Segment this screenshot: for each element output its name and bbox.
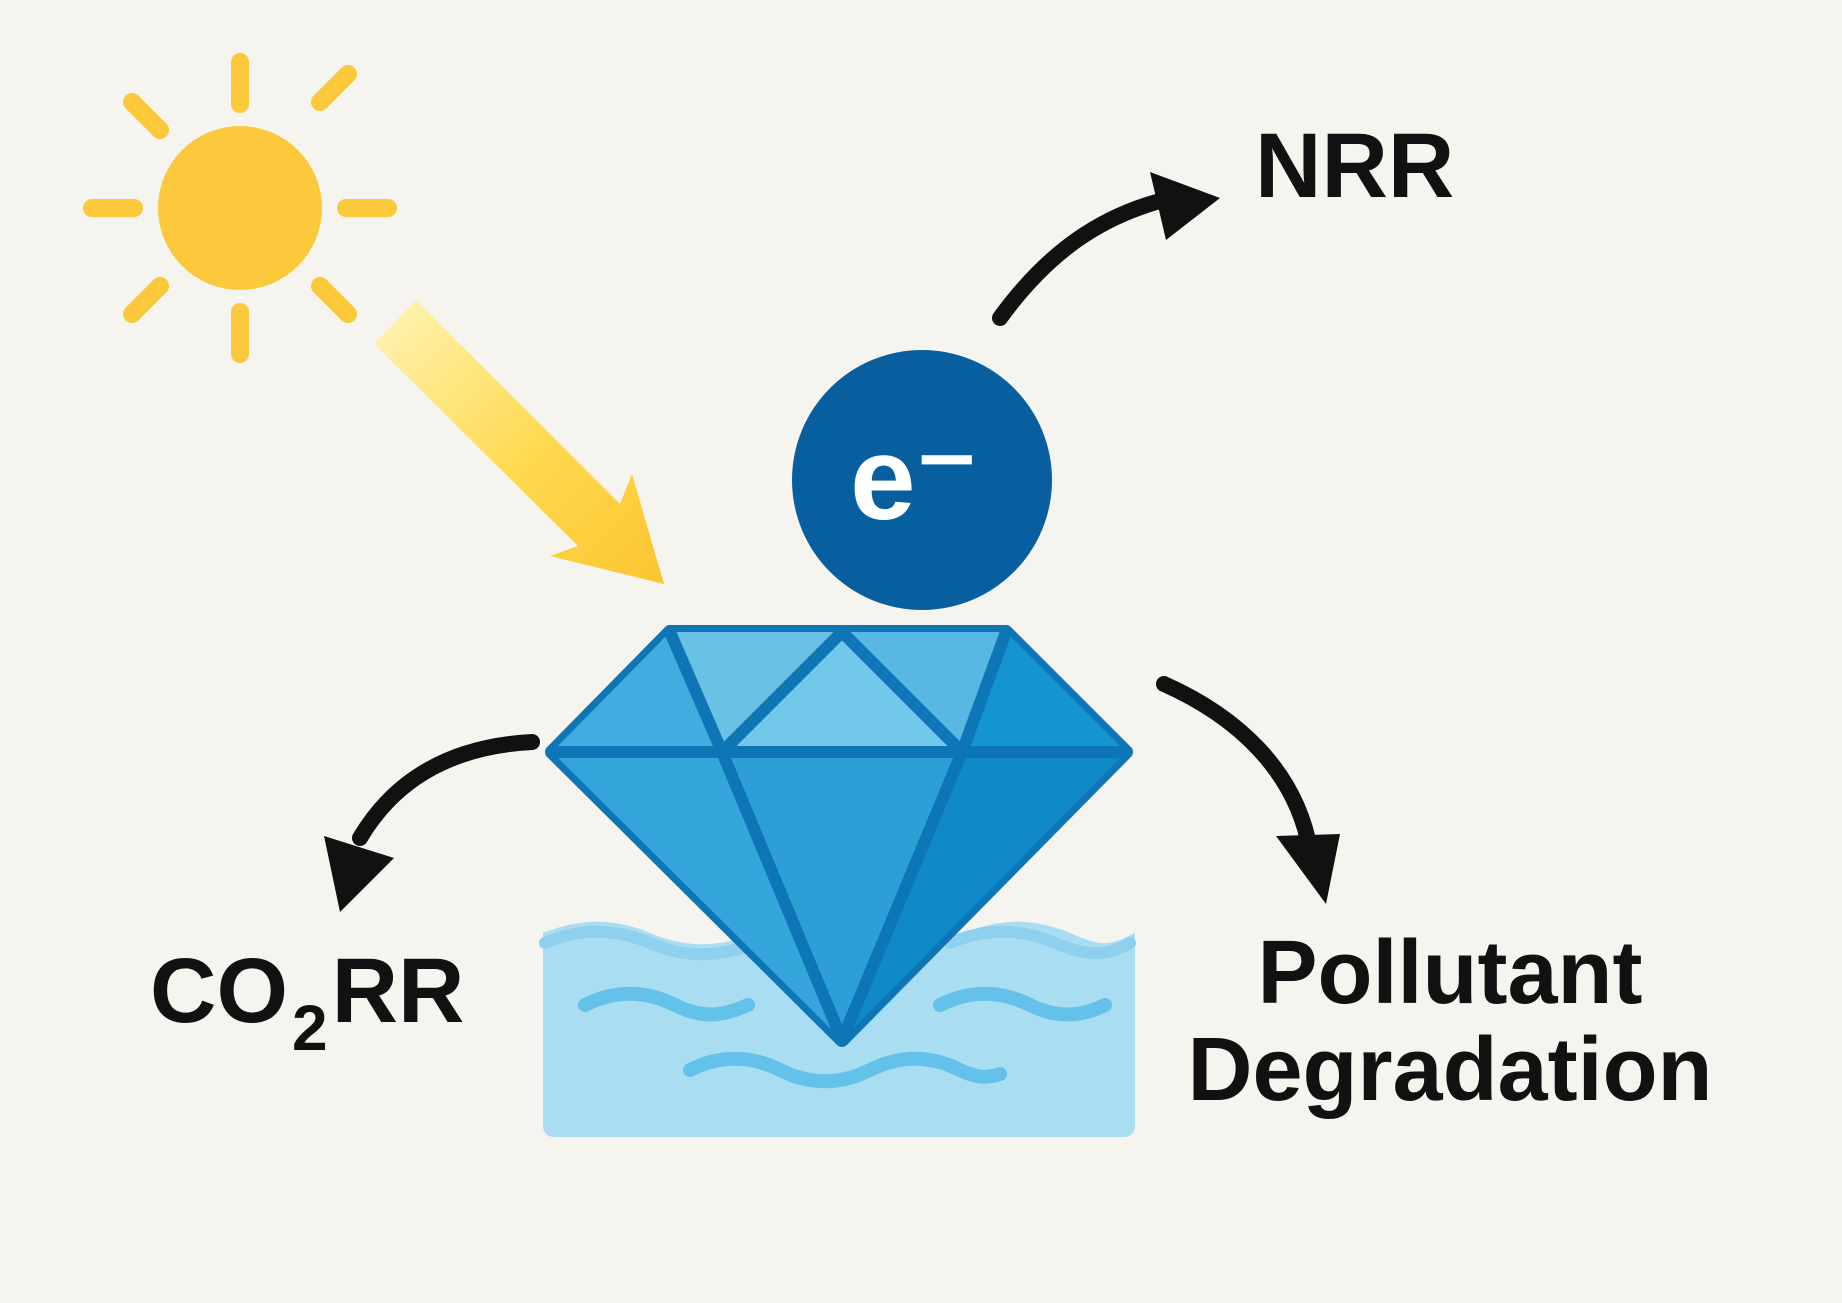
co2rr-label: CO2RR — [150, 945, 464, 1060]
pollutant-line-2: Degradation — [1187, 1020, 1713, 1121]
co2rr-prefix: CO — [150, 940, 288, 1042]
arrow-to-co2rr — [324, 734, 540, 912]
electron-icon — [792, 350, 1052, 610]
arrow-to-nrr — [992, 172, 1220, 326]
nrr-label: NRR — [1255, 115, 1455, 217]
co2rr-subscript: 2 — [292, 992, 328, 1064]
pollutant-degradation-label: Pollutant Degradation — [1170, 923, 1730, 1121]
arrow-to-pollutant — [1156, 676, 1340, 904]
light-beam-arrow — [374, 300, 664, 584]
pollutant-line-1: Pollutant — [1257, 923, 1643, 1023]
diamond-icon — [545, 625, 1133, 1047]
electron-label: e⁻ — [850, 413, 978, 545]
sun-icon — [83, 53, 397, 363]
co2rr-suffix: RR — [331, 940, 465, 1042]
